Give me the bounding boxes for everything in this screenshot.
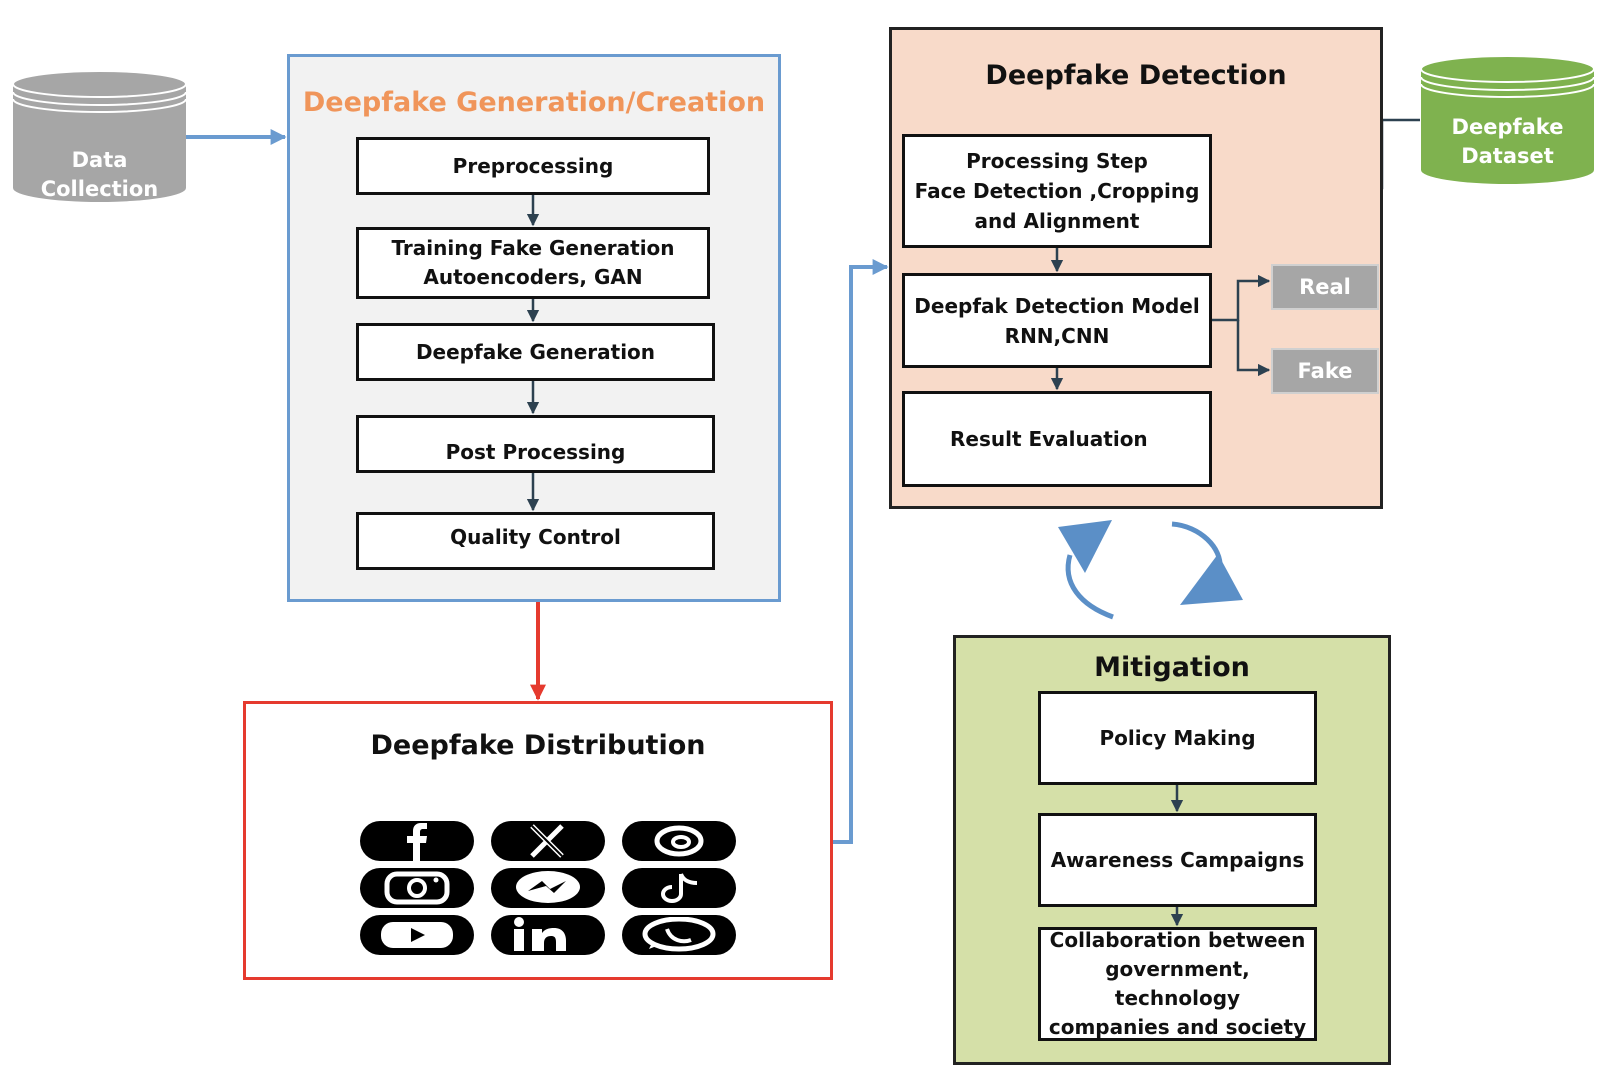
- distribution-title: Deepfake Distribution: [370, 730, 706, 761]
- database-icon: [1420, 55, 1595, 184]
- mitigation-panel: Mitigation Policy Making Awareness Campa…: [953, 635, 1391, 1065]
- x-icon: [491, 821, 605, 861]
- deepfake-dataset-database: Deepfake Dataset: [1420, 55, 1595, 185]
- quality-control-step: Quality Control: [356, 512, 715, 570]
- cycle-arrow-left: [1065, 554, 1114, 620]
- cycle-arrowhead-right: [1180, 554, 1243, 605]
- data-collection-database: Data Collection: [12, 70, 187, 203]
- messenger-icon: [491, 868, 605, 908]
- threads-icon: [622, 821, 736, 861]
- processing-step: Processing Step Face Detection ,Cropping…: [902, 134, 1212, 248]
- distribution-panel: Deepfake Distribution: [243, 701, 833, 980]
- generation-step: Deepfake Generation: [356, 323, 715, 381]
- mitigation-title: Mitigation: [1094, 652, 1250, 683]
- mitigation-flow-arrows: [1170, 785, 1184, 927]
- generation-flow-arrows: [526, 195, 540, 512]
- detection-flow-arrows: [1050, 248, 1271, 391]
- linkedin-icon: [491, 915, 605, 955]
- instagram-icon: [360, 868, 474, 908]
- facebook-icon: [360, 821, 474, 861]
- result-evaluation-step: Result Evaluation: [902, 391, 1212, 487]
- post-processing-step: Post Processing: [356, 415, 715, 473]
- deepfake-dataset-label: Deepfake Dataset: [1451, 115, 1564, 169]
- collaboration-step: Collaboration between government, techno…: [1038, 927, 1317, 1041]
- cycle-arrowhead-left: [1058, 520, 1112, 573]
- policy-making-step: Policy Making: [1038, 691, 1317, 785]
- fake-output: Fake: [1271, 348, 1379, 394]
- generation-title: Deepfake Generation/Creation: [302, 87, 766, 118]
- data-collection-label: Data Collection: [40, 148, 159, 202]
- preprocessing-step: Preprocessing: [356, 137, 710, 195]
- whatsapp-icon: [622, 915, 736, 955]
- training-step: Training Fake Generation Autoencoders, G…: [356, 227, 710, 299]
- detection-title: Deepfake Detection: [985, 60, 1287, 91]
- tiktok-icon: [622, 868, 736, 908]
- awareness-campaigns-step: Awareness Campaigns: [1038, 813, 1317, 907]
- generation-panel: Deepfake Generation/Creation Preprocessi…: [287, 54, 781, 602]
- database-icon: [12, 70, 187, 202]
- detection-model-step: Deepfak Detection Model RNN,CNN: [902, 273, 1212, 368]
- youtube-icon: [360, 915, 474, 955]
- distribution-to-detection-arrow: [833, 259, 889, 844]
- real-output: Real: [1271, 264, 1379, 310]
- detection-panel: Deepfake Detection Processing Step Face …: [889, 27, 1383, 509]
